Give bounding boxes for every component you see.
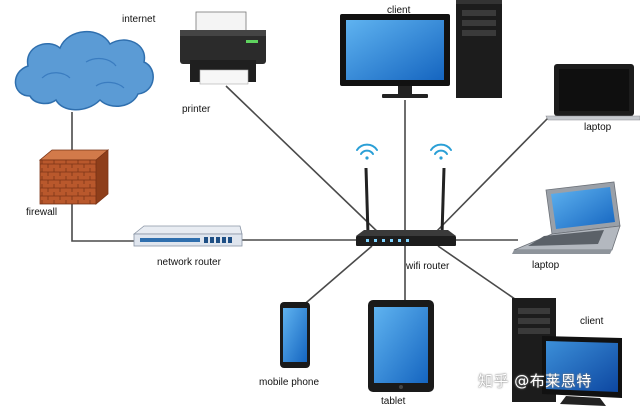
label-tablet: tablet bbox=[381, 396, 406, 407]
cables bbox=[71, 85, 549, 309]
laptop-top-icon bbox=[545, 64, 640, 121]
mobile-phone-icon bbox=[280, 302, 310, 368]
client-top-icon bbox=[340, 0, 502, 98]
label-laptop-mid: laptop bbox=[532, 260, 560, 271]
cable-wifi-client-bottom bbox=[437, 245, 529, 309]
label-internet: internet bbox=[122, 14, 156, 25]
label-laptop-top: laptop bbox=[584, 122, 612, 133]
client-bottom-icon bbox=[512, 298, 622, 406]
label-network-router: network router bbox=[157, 257, 221, 268]
cable-wifi-laptop-top bbox=[431, 117, 549, 237]
label-wifi-router: wifi router bbox=[406, 261, 450, 272]
laptop-mid-icon bbox=[512, 181, 621, 254]
cable-firewall-network-router bbox=[71, 203, 134, 242]
wifi-signal-icon bbox=[356, 143, 452, 160]
cloud-icon bbox=[14, 30, 154, 111]
network-router-icon bbox=[132, 225, 243, 247]
label-firewall: firewall bbox=[26, 207, 58, 218]
watermark: 知乎 @布莱恩特 bbox=[478, 372, 592, 390]
firewall-icon bbox=[38, 149, 110, 205]
label-mobile-phone: mobile phone bbox=[259, 377, 320, 388]
cable-wifi-mobile bbox=[299, 245, 373, 309]
cable-wifi-printer bbox=[225, 85, 383, 237]
printer-icon bbox=[180, 11, 266, 85]
wifi-router-icon bbox=[356, 167, 456, 246]
label-client-bottom: client bbox=[580, 316, 604, 327]
label-client-top: client bbox=[387, 5, 411, 16]
label-printer: printer bbox=[182, 104, 211, 115]
tablet-icon bbox=[368, 300, 434, 392]
